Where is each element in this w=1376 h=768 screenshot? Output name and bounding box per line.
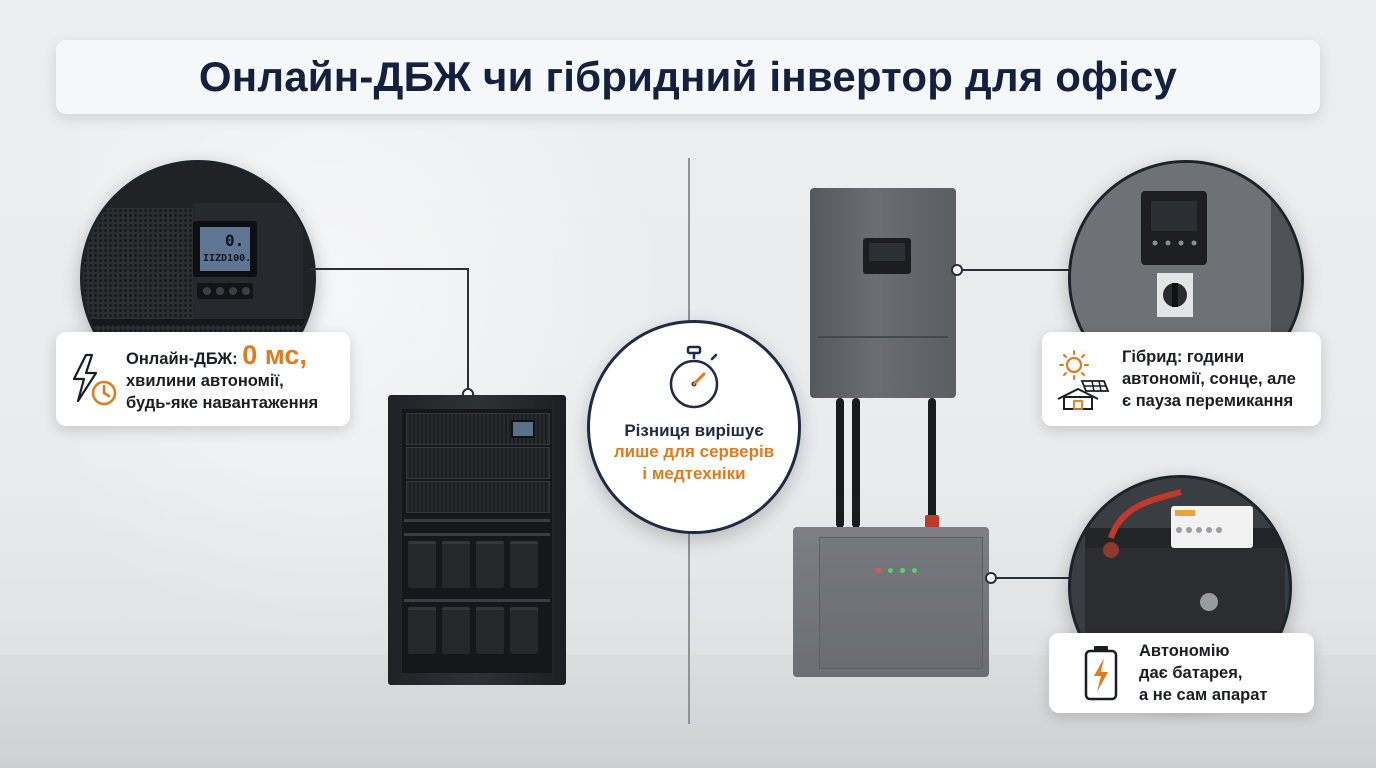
- badge-line1: Різниця вирішує: [624, 421, 764, 440]
- rack-battery: [476, 541, 504, 588]
- rack-battery: [510, 607, 538, 654]
- battery-charge-icon: [1084, 646, 1118, 701]
- rack-battery: [510, 541, 538, 588]
- battery-info-card: Автономію дає батарея, а не сам апарат: [1049, 633, 1314, 713]
- ups-unit-1: [406, 413, 550, 445]
- ups-card-text: Онлайн-ДБЖ: 0 мс, хвилини автономії, буд…: [126, 342, 319, 414]
- battery-storage-box: [793, 527, 989, 677]
- hybrid-info-card: Гібрид: години автономії, сонце, але є п…: [1042, 332, 1321, 426]
- ups-card-highlight: 0 мс,: [242, 340, 307, 370]
- hybrid-card-line2: автономії, сонце, але: [1122, 370, 1296, 388]
- inverter-cable-2: [852, 398, 860, 528]
- ups-connector-vertical: [467, 268, 469, 390]
- ups-card-line2: хвилини автономії,: [126, 372, 284, 390]
- battery-card-line1: Автономію: [1139, 642, 1230, 660]
- ups-unit-2: [406, 447, 550, 479]
- inverter-cable-3: [928, 398, 936, 528]
- center-badge: Різниця вирішує лише для серверів і медт…: [587, 320, 801, 534]
- hybrid-card-text: Гібрид: години автономії, сонце, але є п…: [1122, 346, 1296, 412]
- badge-line2: лише для серверів: [613, 442, 775, 461]
- rack-battery: [442, 607, 470, 654]
- badge-line3: і медтехніки: [642, 464, 746, 483]
- battery-card-line2: дає батарея,: [1139, 664, 1243, 682]
- ups-lcd-top: 0.: [225, 231, 245, 250]
- hybrid-card-line3: є пауза перемикання: [1122, 392, 1294, 410]
- rack-battery: [476, 607, 504, 654]
- rack-shelf-2: [404, 533, 550, 536]
- ups-rack-cabinet: [388, 395, 566, 685]
- battery-card-text: Автономію дає батарея, а не сам апарат: [1139, 640, 1268, 706]
- ups-lcd-bottom: IIZD100.: [203, 253, 252, 264]
- lightning-clock-icon: [72, 353, 117, 406]
- inverter-cable-red-tip: [925, 515, 939, 529]
- inverter-connector-line: [962, 269, 1070, 271]
- rack-battery: [408, 541, 436, 588]
- sun-solar-house-icon: [1057, 350, 1110, 410]
- ups-connector-horizontal: [310, 268, 468, 270]
- ups-card-line3: будь-яке навантаження: [126, 394, 319, 412]
- inverter-display: [863, 238, 911, 274]
- rack-battery: [442, 541, 470, 588]
- ups-unit-3: [406, 481, 550, 513]
- hybrid-inverter: [810, 188, 956, 398]
- page-title: Онлайн-ДБЖ чи гібридний інвертор для офі…: [198, 53, 1178, 100]
- battery-card-line3: а не сам апарат: [1139, 686, 1268, 704]
- ups-info-card: Онлайн-ДБЖ: 0 мс, хвилини автономії, буд…: [56, 332, 350, 426]
- ups-rack-screen: [511, 420, 535, 438]
- title-bar: Онлайн-ДБЖ чи гібридний інвертор для офі…: [56, 40, 1320, 114]
- hybrid-card-line1: Гібрид: години: [1122, 348, 1245, 366]
- inverter-lower-panel: [818, 336, 948, 390]
- stopwatch-icon: [669, 345, 719, 409]
- ups-card-label: Онлайн-ДБЖ:: [126, 350, 243, 368]
- inverter-cable-1: [836, 398, 844, 528]
- rack-battery: [408, 607, 436, 654]
- rack-shelf-1: [404, 519, 550, 522]
- rack-shelf-3: [404, 599, 550, 602]
- battery-connector-line: [996, 577, 1074, 579]
